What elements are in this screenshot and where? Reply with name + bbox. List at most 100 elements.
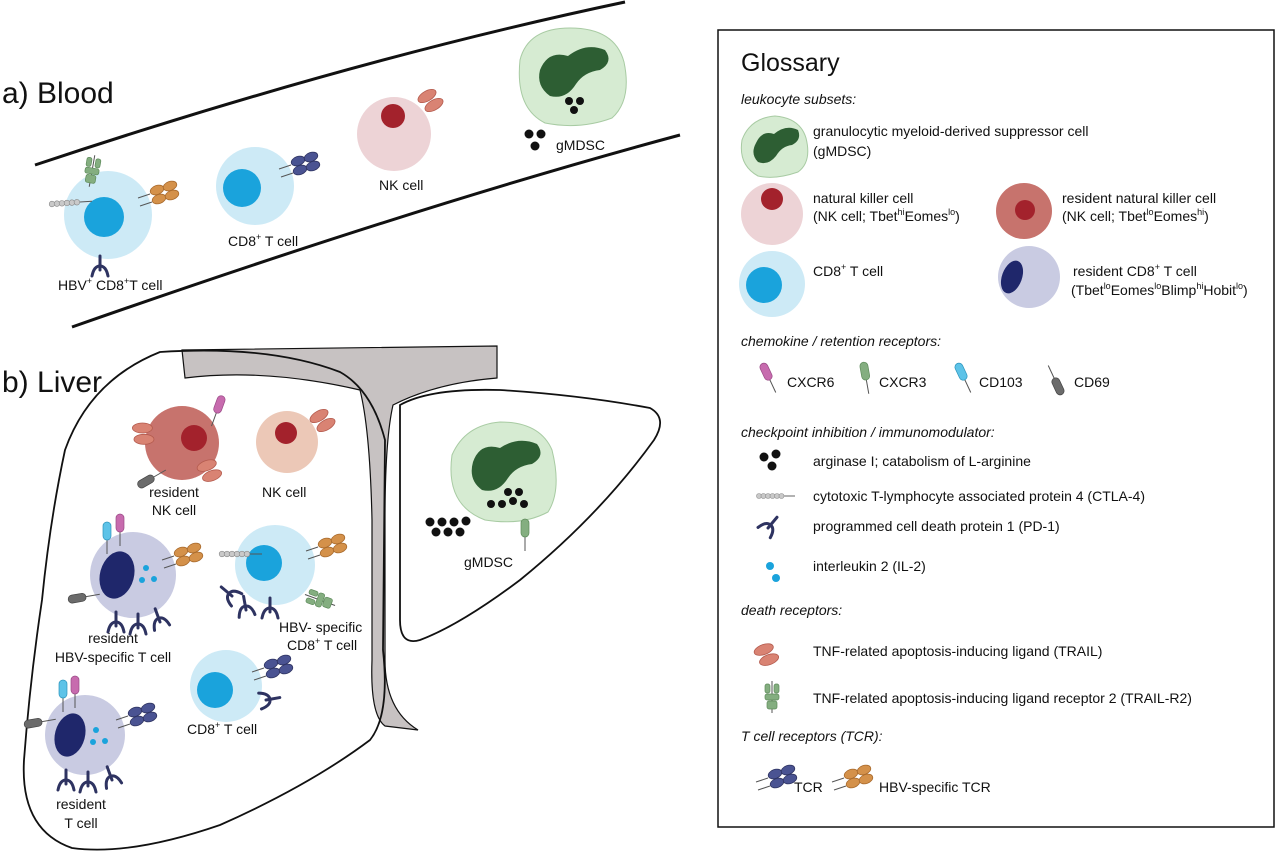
blood-panel: a) Blood HBV+ CD8+T cell CD8+ T cell NK …	[2, 0, 681, 329]
trail-r2-desc: TNF-related apoptosis-inducing ligand re…	[813, 690, 1192, 706]
resident-hbv-label: resident	[88, 630, 138, 646]
cell-nucleus	[84, 197, 124, 237]
resident-hbv-label: HBV-specific T cell	[55, 649, 171, 665]
arginase-granules	[565, 97, 584, 114]
resident-t-label: T cell	[64, 815, 97, 831]
legend-arginase: arginase I; catabolism of L-arginine	[759, 449, 1031, 471]
cxcr3-label: CXCR3	[879, 374, 927, 390]
resident-nk-label: NK cell	[152, 502, 196, 518]
cd8-label: CD8+ T cell	[187, 720, 257, 737]
il2-granules	[139, 565, 157, 583]
resident-nk-desc: resident natural killer cell	[1062, 190, 1216, 206]
trail-r2-icon	[764, 680, 780, 714]
liver-resident-t-cell: resident T cell	[23, 675, 159, 831]
legend-chemokine-receptors: CXCR6 CXCR3 CD103 CD69	[758, 361, 1110, 397]
legend-tcr: TCR HBV-specific TCR	[755, 762, 991, 795]
arginase-secreted	[425, 516, 471, 537]
hbv-specific-label: CD8+ T cell	[287, 636, 357, 653]
il2-icon	[766, 562, 780, 582]
cell-nucleus	[181, 425, 207, 451]
liver-hbv-specific-cd8-t-cell: HBV- specific CD8+ T cell	[214, 525, 362, 653]
cell-body	[357, 97, 431, 171]
trail-r2-receptor	[302, 587, 338, 613]
cell-nucleus	[223, 169, 261, 207]
cd8-desc: CD8+ T cell	[813, 262, 883, 279]
pd1-receptor	[90, 254, 110, 278]
liver-cd8-t-cell: CD8+ T cell	[187, 650, 295, 737]
gmdsc-label: gMDSC	[464, 554, 513, 570]
gmdsc-desc: granulocytic myeloid-derived suppressor …	[813, 123, 1088, 139]
cell-nucleus	[99, 551, 135, 599]
liver-resident-nk-cell: resident NK cell	[123, 394, 227, 518]
legend-pd1: programmed cell death protein 1 (PD-1)	[756, 510, 1060, 540]
legend-cd8-t-cell: CD8+ T cell	[739, 251, 883, 317]
section-death-receptors: death receptors:	[741, 602, 842, 618]
cell-nucleus	[54, 713, 86, 757]
pd1-desc: programmed cell death protein 1 (PD-1)	[813, 518, 1060, 534]
legend-trail-r2: TNF-related apoptosis-inducing ligand re…	[764, 680, 1192, 714]
legend-ctla4: cytotoxic T-lymphocyte associated protei…	[756, 488, 1145, 504]
legend-gmdsc: granulocytic myeloid-derived suppressor …	[740, 115, 1088, 178]
glossary-title: Glossary	[741, 49, 840, 77]
legend-resident-nk-cell: resident natural killer cell (NK cell; T…	[996, 183, 1216, 239]
pd1-receptor	[214, 579, 244, 608]
resident-cd8-desc: resident CD8+ T cell	[1073, 262, 1197, 279]
cd69-label: CD69	[1074, 374, 1110, 390]
pd1-receptor	[78, 770, 98, 794]
glossary-panel: Glossary leukocyte subsets: granulocytic…	[717, 29, 1275, 828]
cd8-label: CD8+ T cell	[228, 232, 298, 249]
blood-hbv-cd8-t-cell: HBV+ CD8+T cell	[48, 153, 181, 293]
nk-label: NK cell	[262, 484, 306, 500]
arginase-desc: arginase I; catabolism of L-arginine	[813, 453, 1031, 469]
gmdsc-nucleus-icon	[753, 127, 800, 164]
blood-vessel-lower-wall	[71, 133, 681, 329]
trail-desc: TNF-related apoptosis-inducing ligand (T…	[813, 643, 1102, 659]
resident-nk-desc: (NK cell; TbetloEomeshi)	[1062, 207, 1209, 224]
nk-label: NK cell	[379, 177, 423, 193]
ctla4-desc: cytotoxic T-lymphocyte associated protei…	[813, 488, 1145, 504]
liver-title: b) Liver	[2, 366, 102, 399]
arginase-secreted	[524, 129, 546, 151]
liver-right-lobe	[399, 388, 661, 642]
legend-resident-cd8-t-cell: resident CD8+ T cell (TbetloEomesloBlimp…	[998, 246, 1248, 308]
liver-panel: b) Liver resident NK cell NK cell	[2, 345, 661, 851]
il2-granules	[90, 727, 108, 745]
legend-nk-cell: natural killer cell (NK cell; TbethiEome…	[741, 183, 960, 245]
cd8-nucleus-icon	[746, 267, 782, 303]
resident-t-label: resident	[56, 796, 106, 812]
liver-vessel	[181, 345, 498, 731]
hbv-tcr-desc: HBV-specific TCR	[879, 779, 991, 795]
cell-nucleus	[246, 545, 282, 581]
resident-cd8-desc: (TbetloEomesloBlimphiHobitlo)	[1071, 281, 1248, 298]
blood-cd8-t-cell: CD8+ T cell	[216, 147, 322, 249]
blood-vessel-upper-wall	[34, 0, 626, 167]
blood-title: a) Blood	[2, 77, 114, 110]
pd1-receptor	[257, 688, 283, 711]
gmdsc-desc: (gMDSC)	[813, 143, 871, 159]
nk-nucleus-icon	[761, 188, 783, 210]
cxcr6-label: CXCR6	[787, 374, 835, 390]
gmdsc-label: gMDSC	[556, 137, 605, 153]
section-chemokine: chemokine / retention receptors:	[741, 333, 941, 349]
resident-cd8-nucleus-icon	[1000, 260, 1024, 294]
cd103-label: CD103	[979, 374, 1023, 390]
tcr-desc: TCR	[794, 779, 823, 795]
pd1-receptor	[234, 593, 257, 619]
arginase-icon	[759, 449, 781, 471]
blood-gmdsc: gMDSC	[518, 27, 627, 153]
blood-nk-cell: NK cell	[357, 86, 446, 193]
legend-trail: TNF-related apoptosis-inducing ligand (T…	[749, 638, 1102, 672]
legend-il2: interleukin 2 (IL-2)	[766, 558, 926, 582]
il2-desc: interleukin 2 (IL-2)	[813, 558, 926, 574]
nk-desc: natural killer cell	[813, 190, 913, 206]
cxcr3-receptor	[520, 518, 530, 552]
resident-nk-nucleus-icon	[1015, 200, 1035, 220]
liver-resident-hbv-t-cell: resident HBV-specific T cell	[55, 513, 205, 665]
cell-nucleus	[197, 672, 233, 708]
liver-left-lobe	[22, 349, 386, 851]
section-tcr: T cell receptors (TCR):	[741, 728, 883, 744]
cell-nucleus	[539, 47, 609, 97]
section-leukocyte-subsets: leukocyte subsets:	[741, 91, 856, 107]
nk-desc: (NK cell; TbethiEomeslo)	[813, 207, 960, 224]
